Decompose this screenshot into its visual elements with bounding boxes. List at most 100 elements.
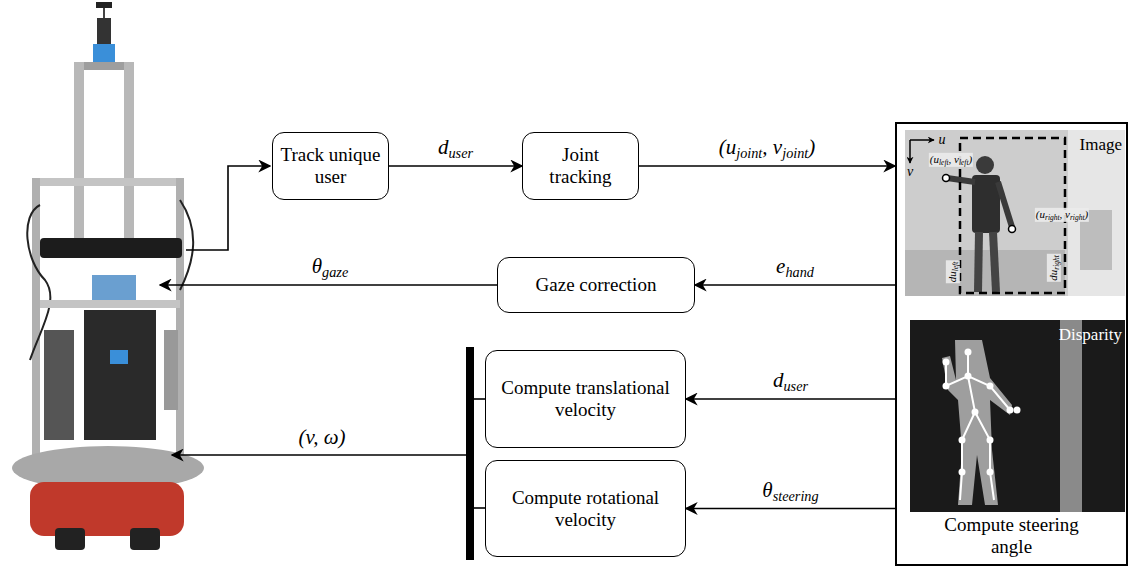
text-part: gaze bbox=[322, 264, 348, 280]
robot-mast bbox=[74, 62, 84, 240]
kinect-sensor bbox=[40, 238, 182, 258]
image-corridor bbox=[1080, 210, 1112, 270]
process-box: Track unique user bbox=[272, 132, 389, 200]
robot-frame bbox=[32, 178, 40, 478]
robot-frame bbox=[164, 330, 178, 410]
process-box: Compute translational velocity bbox=[485, 350, 686, 448]
text-part: θ bbox=[312, 254, 322, 278]
text-part: (v, ω) bbox=[298, 425, 345, 449]
text-part: (u bbox=[719, 135, 737, 159]
signal-name: (ujoint, vjoint) bbox=[717, 136, 818, 162]
bar-wire bbox=[474, 507, 485, 509]
skeleton-joint bbox=[987, 469, 994, 476]
signal-arrow bbox=[686, 508, 895, 510]
image-title: Disparity bbox=[1059, 325, 1122, 345]
text-part: ) bbox=[968, 153, 972, 165]
text-part: left bbox=[939, 158, 949, 167]
pan-tilt-unit bbox=[92, 275, 136, 301]
robot-shelf bbox=[32, 178, 184, 186]
text-part: left bbox=[951, 262, 960, 272]
text-part: Compute translational velocity bbox=[501, 377, 669, 420]
text-part: joint bbox=[782, 145, 808, 161]
text-part: right bbox=[1070, 213, 1085, 222]
text-part: d bbox=[438, 135, 449, 159]
text-part: steering bbox=[773, 488, 819, 504]
robot-cable bbox=[180, 200, 193, 290]
gaze-wire bbox=[160, 284, 497, 286]
person-head bbox=[976, 156, 994, 174]
person-arm bbox=[998, 182, 1012, 227]
image-corridor bbox=[1068, 130, 1125, 296]
text-part: Track unique user bbox=[280, 144, 380, 187]
robot-mast bbox=[124, 62, 134, 240]
camera-image-illustration bbox=[905, 130, 1125, 296]
text-part: , v bbox=[949, 153, 959, 165]
node-text: Compute translational velocity bbox=[493, 377, 678, 421]
robot-frame bbox=[176, 178, 184, 478]
skeleton-joint bbox=[965, 373, 972, 380]
hand-point bbox=[1009, 226, 1016, 233]
skeleton-joint bbox=[943, 383, 950, 390]
skeleton-joints bbox=[943, 349, 1021, 476]
hand-point bbox=[943, 175, 950, 182]
skeleton-joint bbox=[987, 383, 994, 390]
signal-name: duser bbox=[436, 136, 475, 162]
text-part: Image bbox=[1080, 135, 1122, 154]
text-part: Compute steering angle bbox=[944, 514, 1079, 557]
text-part: , v bbox=[762, 135, 782, 159]
person-leg bbox=[993, 232, 996, 292]
signal-name: θsteering bbox=[760, 479, 820, 505]
node-text: Track unique user bbox=[280, 144, 381, 188]
signal-name: (v, ω) bbox=[297, 426, 346, 449]
skeleton-joint bbox=[959, 469, 966, 476]
node-text: Compute steering angle bbox=[927, 514, 1097, 558]
point-label: (uright, vright) bbox=[1035, 208, 1089, 222]
image-axis bbox=[909, 140, 911, 163]
text-part: v bbox=[907, 164, 913, 179]
text-part: right bbox=[1045, 213, 1060, 222]
node-text: Joint tracking bbox=[530, 144, 631, 188]
robot-body bbox=[84, 310, 156, 440]
image-axis bbox=[910, 139, 934, 141]
process-box: Gaze correction bbox=[497, 257, 695, 313]
text-part: ) bbox=[808, 135, 815, 159]
skeleton-joint bbox=[987, 437, 994, 444]
signal-arrow bbox=[639, 165, 895, 167]
text-part: user bbox=[448, 145, 473, 161]
velocity-wire bbox=[172, 454, 466, 456]
distance-label: duleft bbox=[946, 261, 960, 284]
skeleton-joint bbox=[965, 349, 972, 356]
text-part: du bbox=[946, 271, 958, 282]
signal-name: duser bbox=[771, 369, 810, 395]
skeleton-joint bbox=[1014, 407, 1021, 414]
axis-name: v bbox=[906, 164, 914, 179]
merge-bar bbox=[466, 347, 474, 560]
disparity-ground bbox=[910, 320, 1125, 512]
skeleton-joint bbox=[972, 409, 979, 416]
disparity-image: Disparity bbox=[912, 322, 1127, 514]
disparity-illustration bbox=[910, 320, 1125, 512]
robot-camera-top bbox=[96, 2, 112, 8]
text-part: ) bbox=[1084, 208, 1088, 220]
camera-image: Image bbox=[907, 132, 1127, 298]
signal-name: θgaze bbox=[311, 255, 349, 281]
text-part: Disparity bbox=[1059, 325, 1122, 344]
sensor-wire bbox=[186, 166, 270, 250]
process-box: Joint tracking bbox=[522, 132, 639, 200]
disparity-wall bbox=[1060, 320, 1082, 512]
text-part: u bbox=[939, 132, 946, 147]
signal-name: ehand bbox=[774, 255, 816, 281]
process-box: Compute rotational velocity bbox=[485, 460, 686, 557]
signal-arrow bbox=[389, 165, 522, 167]
robot-wheel bbox=[130, 528, 160, 550]
steering-panel: Compute steering angle ImageDisparity bbox=[895, 122, 1128, 566]
text-part: e bbox=[776, 254, 785, 278]
text-part: hand bbox=[785, 264, 814, 280]
text-part: (u bbox=[930, 153, 939, 165]
person-leg bbox=[978, 232, 979, 292]
robot-wheel bbox=[55, 528, 85, 550]
image-ground bbox=[905, 130, 1125, 296]
text-part: Joint tracking bbox=[549, 144, 611, 187]
text-part: (u bbox=[1036, 208, 1045, 220]
